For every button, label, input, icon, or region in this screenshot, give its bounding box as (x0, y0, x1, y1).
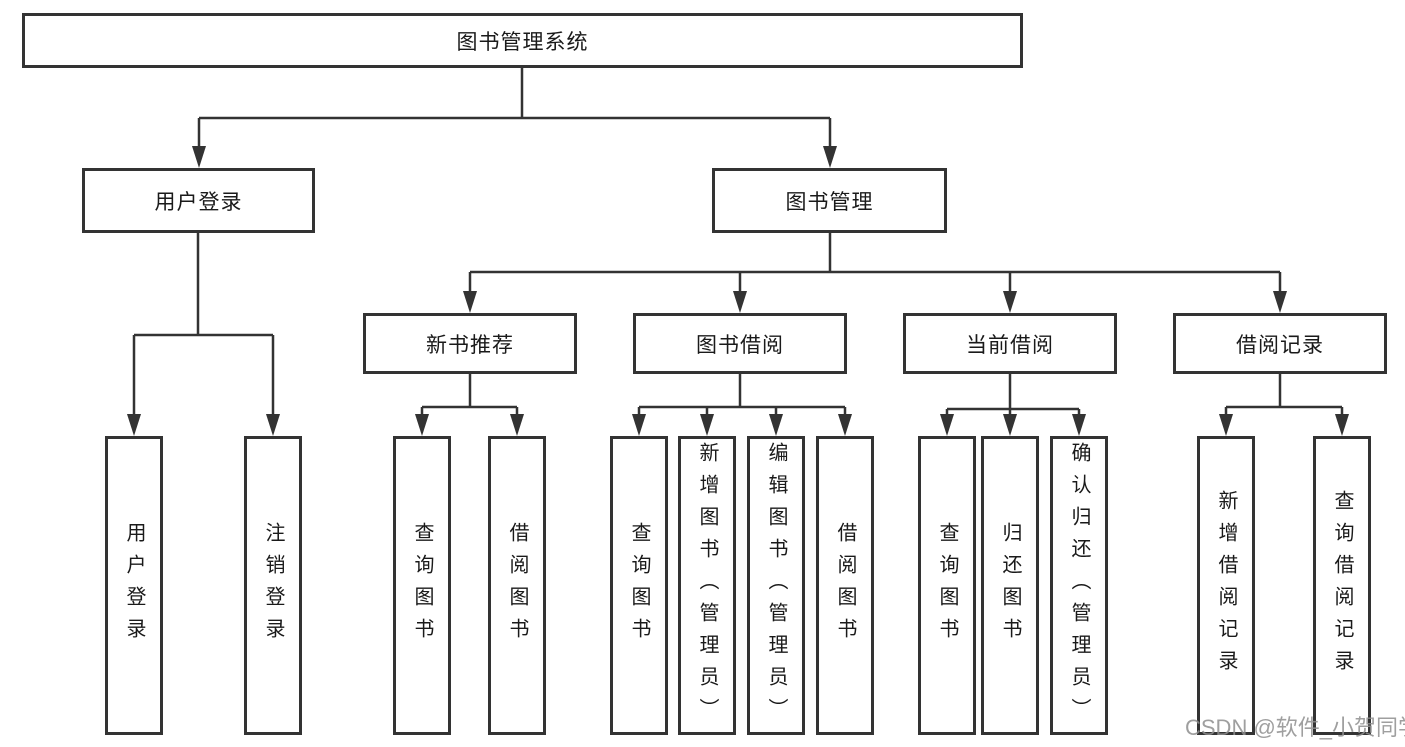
leaf-add-borrow-record: 新增借阅记录 (1197, 436, 1255, 735)
arrow-down-icon (1219, 414, 1233, 436)
arrow-down-icon (940, 414, 954, 436)
node-library-management-system: 图书管理系统 (22, 13, 1023, 68)
node-book-management: 图书管理 (712, 168, 947, 233)
arrow-down-icon (1003, 291, 1017, 313)
arrow-down-icon (838, 414, 852, 436)
leaf-borrow-books-1: 借阅图书 (488, 436, 546, 735)
leaf-confirm-return-admin: 确认归还（管理员） (1050, 436, 1108, 735)
arrow-down-icon (415, 414, 429, 436)
arrow-down-icon (192, 146, 206, 168)
leaf-label: 查询图书 (411, 521, 433, 650)
arrow-down-icon (1273, 291, 1287, 313)
leaf-label: 借阅图书 (834, 521, 856, 650)
csdn-watermark: CSDN @软件_小贺同学 (1185, 715, 1405, 740)
leaf-user-login: 用户登录 (105, 436, 163, 735)
arrow-down-icon (266, 414, 280, 436)
arrow-down-icon (769, 414, 783, 436)
leaf-query-books-1: 查询图书 (393, 436, 451, 735)
node-borrow-records: 借阅记录 (1173, 313, 1387, 374)
node-label: 用户登录 (154, 190, 243, 214)
arrow-down-icon (700, 414, 714, 436)
leaf-label: 用户登录 (123, 521, 145, 650)
arrow-down-icon (510, 414, 524, 436)
leaf-label: 注销登录 (262, 521, 284, 650)
arrow-down-icon (823, 146, 837, 168)
leaf-label: 新增借阅记录 (1215, 489, 1237, 682)
leaf-logout: 注销登录 (244, 436, 302, 735)
leaf-label: 借阅图书 (506, 521, 528, 650)
connector-new-book-recommend (420, 374, 519, 416)
leaf-label: 查询图书 (936, 521, 958, 650)
arrow-down-icon (632, 414, 646, 436)
node-label: 当前借阅 (966, 333, 1054, 357)
leaf-label: 查询图书 (628, 521, 650, 650)
leaf-label: 确认归还（管理员） (1068, 441, 1090, 730)
connector-current-borrow (945, 374, 1081, 416)
arrow-down-icon (1003, 414, 1017, 436)
arrow-down-icon (463, 291, 477, 313)
node-label: 图书管理 (785, 190, 874, 214)
arrow-down-icon (127, 414, 141, 436)
leaf-label: 归还图书 (999, 521, 1021, 650)
leaf-borrow-books-2: 借阅图书 (816, 436, 874, 735)
node-user-login: 用户登录 (82, 168, 315, 233)
connector-borrow-records (1224, 374, 1344, 416)
connector-book-management (468, 233, 1282, 292)
arrowheads (127, 146, 1349, 436)
node-new-book-recommend: 新书推荐 (363, 313, 577, 374)
leaf-return-books: 归还图书 (981, 436, 1039, 735)
node-book-borrow: 图书借阅 (633, 313, 847, 374)
leaf-label: 查询借阅记录 (1331, 489, 1353, 682)
node-current-borrow: 当前借阅 (903, 313, 1117, 374)
leaf-label: 新增图书（管理员） (696, 441, 718, 730)
node-label: 图书借阅 (696, 333, 784, 357)
arrow-down-icon (1335, 414, 1349, 436)
leaf-label: 编辑图书（管理员） (765, 441, 787, 730)
node-label: 借阅记录 (1236, 333, 1324, 357)
leaf-query-books-3: 查询图书 (918, 436, 976, 735)
node-label: 新书推荐 (426, 333, 514, 357)
connector-book-borrow (637, 374, 847, 416)
leaf-add-books-admin: 新增图书（管理员） (678, 436, 736, 735)
connector-root (197, 68, 832, 147)
leaf-edit-books-admin: 编辑图书（管理员） (747, 436, 805, 735)
leaf-query-borrow-record: 查询借阅记录 (1313, 436, 1371, 735)
arrow-down-icon (1072, 414, 1086, 436)
connector-user-login (132, 233, 275, 416)
node-label: 图书管理系统 (456, 30, 589, 54)
arrow-down-icon (733, 291, 747, 313)
leaf-query-books-2: 查询图书 (610, 436, 668, 735)
